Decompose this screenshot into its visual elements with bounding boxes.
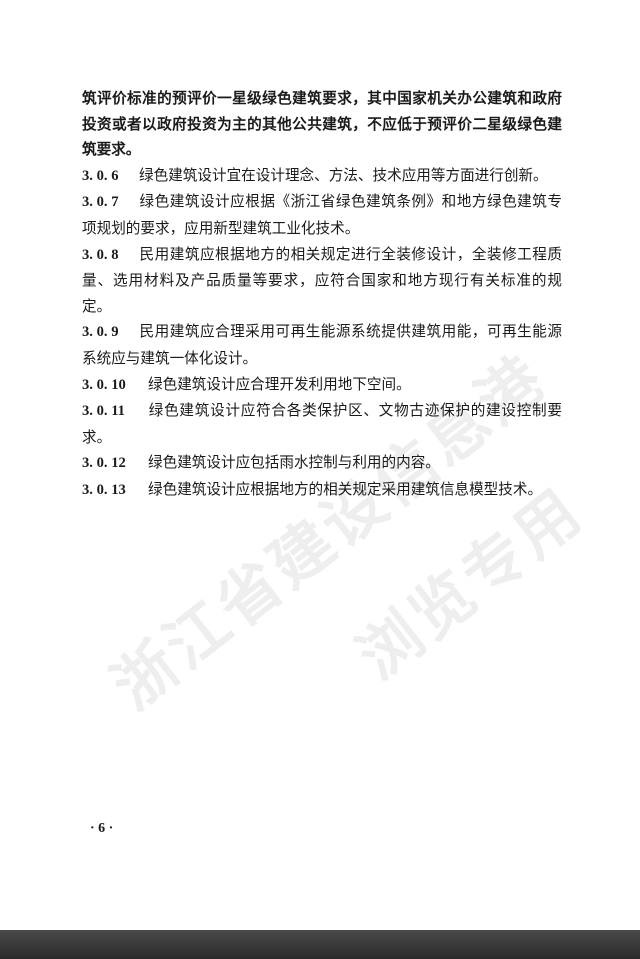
clause-number: 3. 0. 12: [82, 455, 126, 472]
clause-number: 3. 0. 10: [82, 376, 126, 393]
clause-text: 绿色建筑设计应根据《浙江省绿色建筑条例》和地方绿色建筑专项规划的要求，应用新型建…: [82, 193, 562, 237]
clause-number: 3. 0. 8: [82, 246, 119, 263]
clause-number: 3. 0. 13: [82, 481, 126, 498]
intro-paragraph: 筑评价标准的预评价一星级绿色建筑要求，其中国家机关办公建筑和政府投资或者以政府投…: [82, 90, 562, 159]
clause-text: 绿色建筑设计应合理开发利用地下空间。: [148, 375, 411, 393]
clause-number: 3. 0. 6: [82, 167, 119, 184]
clause-text: 绿色建筑设计应包括雨水控制与利用的内容。: [148, 454, 440, 472]
clause-3-0-12: 3. 0. 12 绿色建筑设计应包括雨水控制与利用的内容。: [82, 450, 562, 477]
clause-text: 民用建筑应根据地方的相关规定进行全装修设计，全装修工程质量、选用材料及产品质量等…: [82, 245, 562, 315]
page-number: · 6 ·: [90, 821, 114, 836]
clause-3-0-13: 3. 0. 13 绿色建筑设计应根据地方的相关规定采用建筑信息模型技术。: [82, 477, 562, 504]
clause-3-0-6: 3. 0. 6 绿色建筑设计宜在设计理念、方法、技术应用等方面进行创新。: [82, 163, 562, 190]
clause-number: 3. 0. 7: [82, 194, 119, 211]
clause-number: 3. 0. 9: [82, 324, 119, 341]
clause-text: 绿色建筑设计宜在设计理念、方法、技术应用等方面进行创新。: [139, 166, 548, 184]
clause-text: 绿色建筑设计应根据地方的相关规定采用建筑信息模型技术。: [148, 480, 543, 498]
clause-text: 绿色建筑设计应符合各类保护区、文物古迹保护的建设控制要求。: [82, 402, 562, 446]
clause-number: 3. 0. 11: [82, 403, 125, 420]
viewer-bottom-bar: [0, 930, 640, 959]
clause-3-0-10: 3. 0. 10 绿色建筑设计应合理开发利用地下空间。: [82, 372, 562, 399]
body-text: 筑评价标准的预评价一星级绿色建筑要求，其中国家机关办公建筑和政府投资或者以政府投…: [82, 86, 562, 504]
document-page: 浙江省建设信息港 浏览专用 筑评价标准的预评价一星级绿色建筑要求，其中国家机关办…: [82, 86, 597, 836]
clause-text: 民用建筑应合理采用可再生能源系统提供建筑用能，可再生能源系统应与建筑一体化设计。: [82, 323, 562, 367]
